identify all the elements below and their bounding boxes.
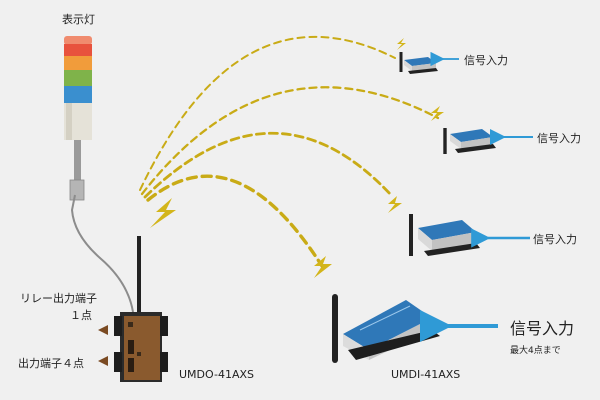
input-device — [332, 294, 498, 363]
bolt-icon-1 — [397, 38, 406, 50]
output-device — [98, 236, 168, 382]
remote-2-signal-label: 信号入力 — [537, 132, 581, 145]
bolt-icon-4 — [314, 256, 332, 278]
wireless-arc-2 — [140, 86, 440, 196]
wireless-arc-1 — [139, 36, 396, 191]
wireless-arc-4 — [146, 174, 324, 268]
remote-unit-1 — [399, 51, 459, 74]
input-signal-note: 最大4点まで — [510, 346, 561, 356]
bolt-icon-5 — [150, 198, 176, 228]
tower-cable — [70, 194, 134, 313]
output-device-model: UMDO-41AXS — [179, 368, 254, 381]
signal-bolts — [150, 38, 444, 278]
output-terminal-pointer-icon — [98, 356, 108, 366]
bolt-icon-2 — [431, 106, 444, 121]
remote-3-signal-label: 信号入力 — [533, 233, 577, 246]
relay-output-count: １点 — [70, 309, 92, 322]
bolt-icon-3 — [388, 196, 402, 213]
input-signal-label: 信号入力 — [510, 319, 575, 338]
tower-light-label: 表示灯 — [62, 13, 95, 26]
relay-output-label: リレー出力端子 — [20, 292, 97, 305]
remote-unit-3 — [409, 214, 530, 256]
output-terminal-label: 出力端子４点 — [18, 357, 84, 370]
remote-1-signal-label: 信号入力 — [464, 54, 508, 67]
remote-unit-2 — [443, 128, 533, 154]
wireless-links — [139, 36, 440, 268]
tower-light — [64, 36, 92, 201]
wireless-arc-3 — [143, 131, 394, 199]
relay-output-pointer-icon — [98, 325, 108, 335]
input-device-model: UMDI-41AXS — [391, 368, 461, 381]
